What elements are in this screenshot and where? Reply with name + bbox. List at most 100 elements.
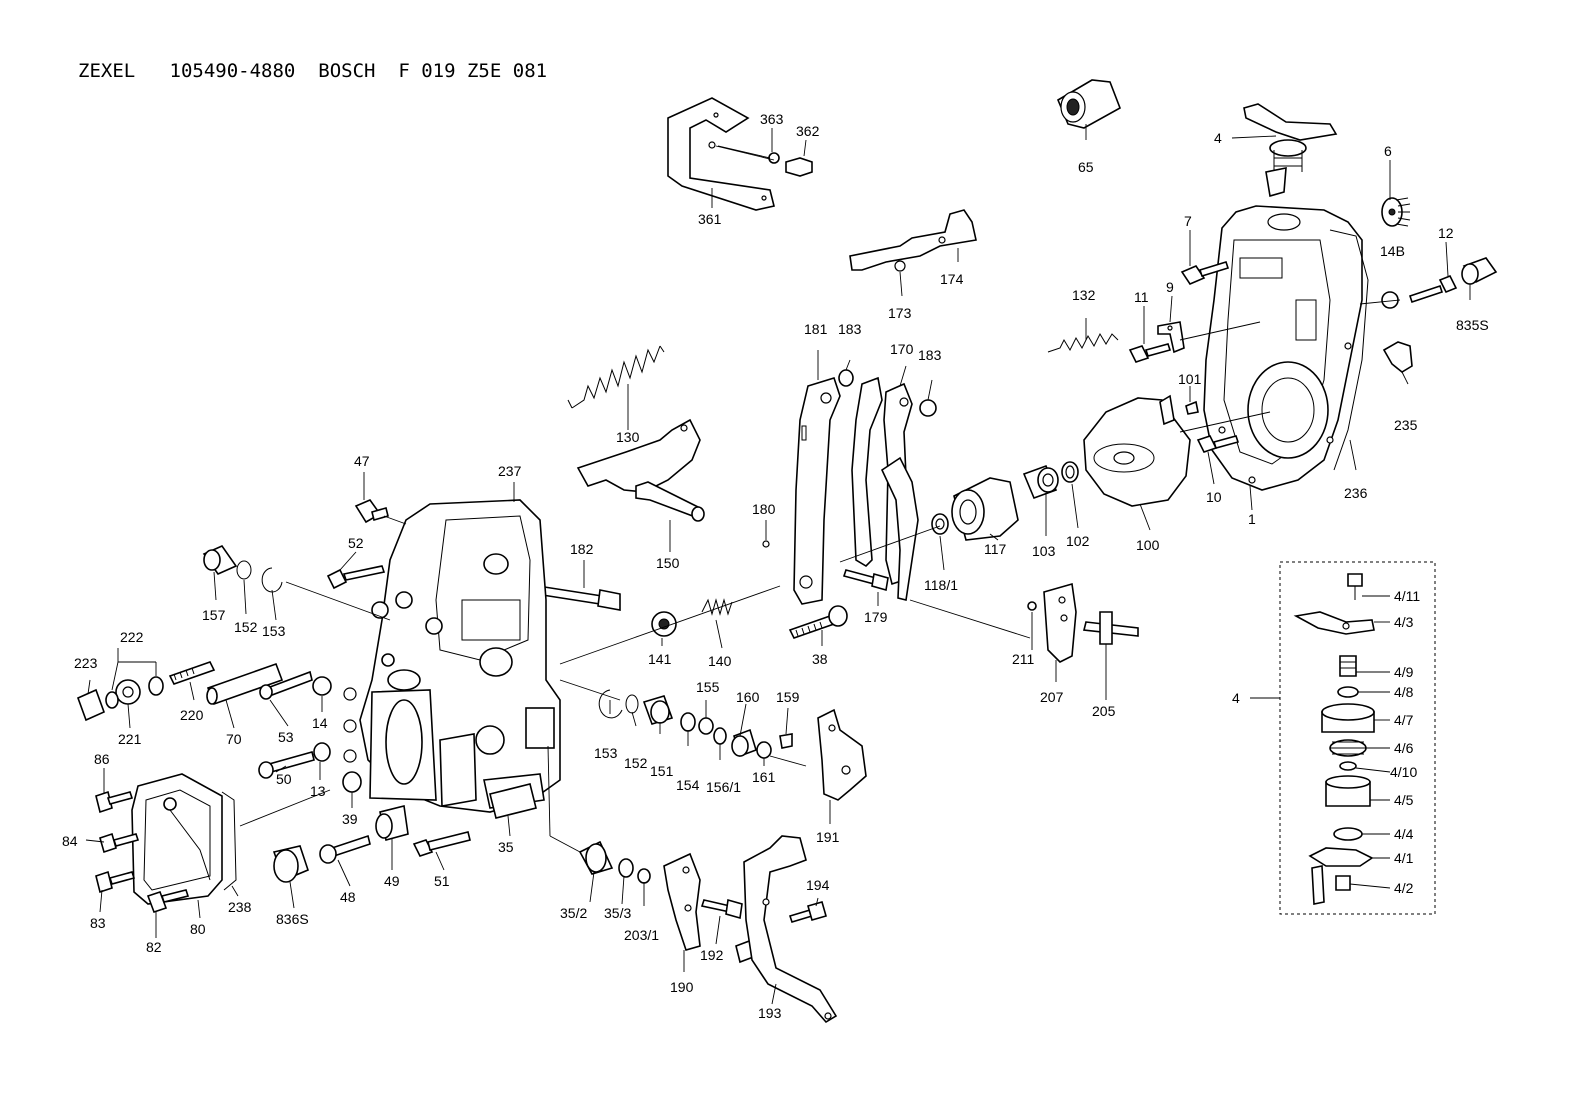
nut-14 [312,676,332,696]
label-70: 70 [226,731,242,747]
label-4-2: 4/2 [1394,880,1414,896]
label-170: 170 [890,341,914,357]
washer-183b [919,399,937,417]
label-190: 190 [670,979,694,995]
screw-50 [258,751,315,779]
label-51: 51 [434,873,450,889]
nut-65 [1056,79,1121,129]
label-4-3: 4/3 [1394,614,1414,630]
label-362: 362 [796,123,820,139]
label-4-11: 4/11 [1394,588,1420,604]
washer-156-1 [713,727,727,745]
label-155: 155 [696,679,720,695]
label-157: 157 [202,607,226,623]
lever-191 [817,708,867,801]
label-182: 182 [570,541,594,557]
washer-183a [838,369,854,387]
washer-35-3 [618,858,634,878]
label-220: 220 [180,707,204,723]
label-183a: 183 [838,321,862,337]
assembly-axis-lines [239,299,1401,853]
gasket-238 [221,791,237,891]
label-160: 160 [736,689,760,705]
label-161: 161 [752,769,776,785]
washer-155 [698,717,714,735]
label-4-1: 4/1 [1394,850,1414,866]
label-47: 47 [354,453,370,469]
label-151: 151 [650,763,674,779]
cap-836s [272,845,309,883]
screw-51 [412,831,471,857]
screw-11 [1128,343,1172,363]
arm-193 [743,835,838,1024]
label-49: 49 [384,873,400,889]
label-35-3: 35/3 [604,905,631,921]
plug-157 [202,545,238,575]
nut-141 [651,611,677,637]
screw-48 [319,834,371,864]
plate-207 [1043,582,1077,663]
lever-assembly-4 [1243,103,1338,198]
label-193: 193 [758,1005,782,1021]
lever-190 [663,852,701,951]
lever-181 [793,377,841,605]
label-223: 223 [74,655,98,671]
shaft-205 [1083,611,1139,645]
oring-152-upper [236,560,252,580]
fitting-47 [354,499,389,524]
label-153-upper: 153 [262,623,286,639]
cap-223 [76,688,106,722]
label-205: 205 [1092,703,1116,719]
label-1: 1 [1248,511,1256,527]
nut-13 [313,742,331,762]
label-9: 9 [1166,279,1174,295]
spring-140 [701,598,733,616]
label-183b: 183 [918,347,942,363]
label-203-1: 203/1 [624,927,659,943]
screw-194 [788,901,827,923]
label-4-inset: 4 [1232,690,1240,706]
label-194: 194 [806,877,830,893]
label-4-8: 4/8 [1394,684,1414,700]
label-192: 192 [700,947,724,963]
screw-53 [259,670,313,700]
label-235: 235 [1394,417,1418,433]
label-86: 86 [94,751,110,767]
key-101 [1185,400,1199,415]
label-83: 83 [90,915,106,931]
brand-bosch: BOSCH [318,60,376,82]
label-174: 174 [940,271,964,287]
part-235 [1382,341,1413,373]
label-222: 222 [120,629,144,645]
label-191: 191 [816,829,840,845]
shaft-70 [206,662,284,706]
arm-174 [849,209,977,272]
screw-12 [1381,274,1458,309]
bolt-38 [788,605,848,639]
screw-83 [95,870,136,894]
label-153-lower: 153 [594,745,618,761]
nut-221 [115,679,141,705]
washer-154 [680,712,696,732]
label-141: 141 [648,651,672,667]
label-6: 6 [1384,143,1392,159]
washer-161 [756,741,772,759]
label-35: 35 [498,839,514,855]
label-211: 211 [1012,651,1035,667]
bolt-182 [535,585,621,611]
flyweight-carrier-100 [1083,394,1191,507]
label-4-9: 4/9 [1394,664,1414,680]
label-39: 39 [342,811,358,827]
label-50: 50 [276,771,292,787]
label-173: 173 [888,305,912,321]
label-4: 4 [1214,130,1222,146]
bracket-361 [667,97,813,211]
screw-7 [1180,261,1230,285]
leader-lines [85,124,1471,1005]
washer-222 [105,676,164,709]
gasket-236 [1329,229,1369,471]
lever-170 [851,376,919,601]
label-52: 52 [348,535,364,551]
pump-body-237 [343,499,561,813]
circlip-153-lower [598,689,623,719]
